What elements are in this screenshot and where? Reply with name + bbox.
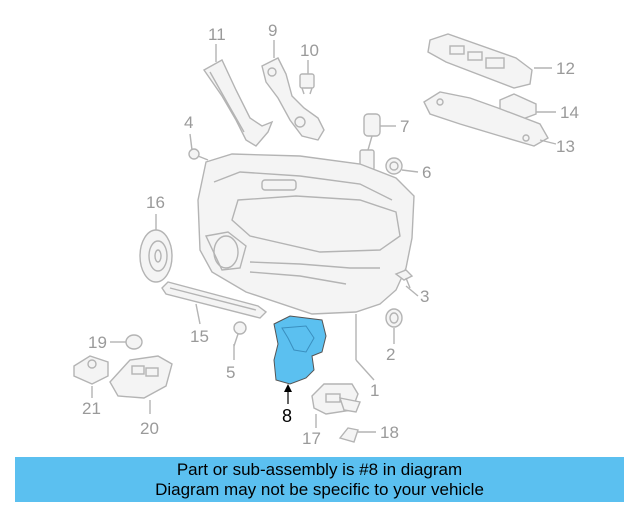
part-17-inner-handle[interactable] xyxy=(311,383,361,415)
part-9-armrest-bracket[interactable] xyxy=(261,57,325,141)
part-18-bulb[interactable] xyxy=(338,427,359,443)
callout-13: 13 xyxy=(556,137,575,156)
part-8-highlighted[interactable] xyxy=(273,315,327,385)
callout-6: 6 xyxy=(422,163,431,182)
part-19-clip[interactable] xyxy=(125,334,143,350)
callout-17: 17 xyxy=(302,429,321,448)
callout-14: 14 xyxy=(560,103,579,122)
callout-7: 7 xyxy=(400,117,409,136)
part-15-trim-strip[interactable] xyxy=(161,281,268,319)
callout-2: 2 xyxy=(386,345,395,364)
part-16-speaker[interactable] xyxy=(139,229,173,283)
part-3-clip[interactable] xyxy=(394,269,414,289)
callout-10: 10 xyxy=(300,41,319,60)
part-7-socket[interactable] xyxy=(359,113,381,171)
part-5-screw[interactable] xyxy=(233,321,247,347)
info-banner: Part or sub-assembly is #8 in diagram Di… xyxy=(15,457,624,502)
callout-21: 21 xyxy=(82,399,101,418)
callout-5: 5 xyxy=(226,363,235,382)
callout-15: 15 xyxy=(190,327,209,346)
banner-line-2: Diagram may not be specific to your vehi… xyxy=(155,479,484,499)
callout-11: 11 xyxy=(208,25,226,44)
callout-16: 16 xyxy=(146,193,165,212)
parts-diagram: 11 9 10 12 14 13 4 7 6 16 3 15 5 2 1 19 … xyxy=(73,21,579,448)
callout-4: 4 xyxy=(184,113,193,132)
part-21-switch[interactable] xyxy=(73,355,109,385)
part-6-button[interactable] xyxy=(385,157,403,175)
leader-lines xyxy=(91,40,557,433)
callout-1: 1 xyxy=(370,381,379,400)
callout-3: 3 xyxy=(420,287,429,306)
banner-line-1: Part or sub-assembly is #8 in diagram xyxy=(176,459,463,479)
part-13-bezel[interactable] xyxy=(423,91,549,147)
callouts: 11 9 10 12 14 13 4 7 6 16 3 15 5 2 1 19 … xyxy=(82,21,579,448)
callout-20: 20 xyxy=(140,419,159,438)
callout-19: 19 xyxy=(88,333,107,352)
callout-12: 12 xyxy=(556,59,575,78)
part-10-clip[interactable] xyxy=(299,73,315,95)
door-trim-panel[interactable] xyxy=(197,153,415,315)
part-2-grommet[interactable] xyxy=(385,308,403,328)
part-20-switch-assembly[interactable] xyxy=(109,355,173,399)
part-11-pull-handle[interactable] xyxy=(202,59,274,147)
callout-8: 8 xyxy=(282,406,292,426)
callout-9: 9 xyxy=(268,21,277,40)
part-12-switch-panel[interactable] xyxy=(427,33,533,89)
part-4-screw[interactable] xyxy=(188,148,209,161)
callout-18: 18 xyxy=(380,423,399,442)
